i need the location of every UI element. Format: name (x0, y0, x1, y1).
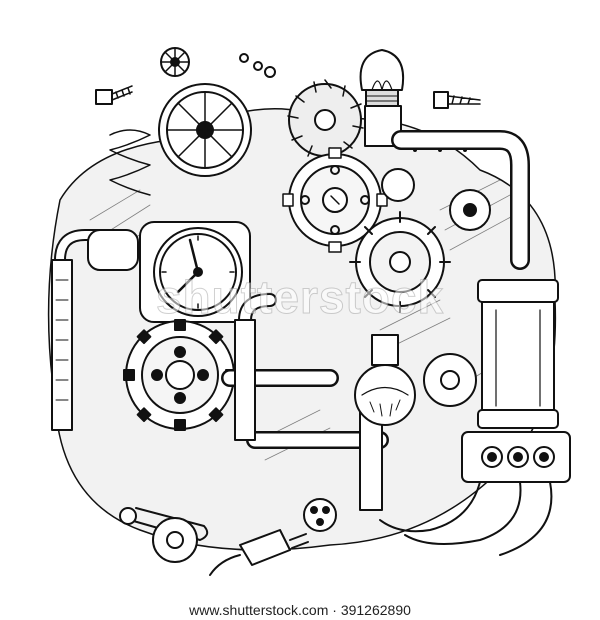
light-bulb-top (359, 49, 404, 107)
spoked-wheel (158, 83, 252, 177)
left-pipes (51, 229, 139, 431)
switch-box (461, 431, 571, 483)
cylinder-tank (477, 279, 559, 429)
right-pipes (364, 105, 530, 270)
gear-top-middle (287, 79, 364, 159)
gear-bottom-small (303, 498, 337, 532)
top-small-wheel (160, 47, 190, 77)
plug (209, 529, 309, 576)
screw-top-right (433, 91, 481, 109)
safety-pin (119, 507, 209, 541)
gear-bottom-left (152, 517, 198, 563)
wires-bottom-right (379, 481, 553, 556)
gear-lower-left (123, 319, 237, 431)
footer-strip (0, 598, 600, 620)
gear-central-large (282, 147, 388, 253)
gear-center-right (349, 211, 451, 313)
middle-pipes (221, 293, 389, 511)
stock-id-text: www.shutterstock.com · 391262890 (189, 602, 411, 618)
clock (139, 221, 251, 323)
gear-mid-right (381, 168, 491, 407)
round-flask (354, 334, 416, 426)
bubbles (239, 53, 276, 78)
coil-spring (109, 129, 151, 196)
screw-top-left (95, 85, 133, 105)
